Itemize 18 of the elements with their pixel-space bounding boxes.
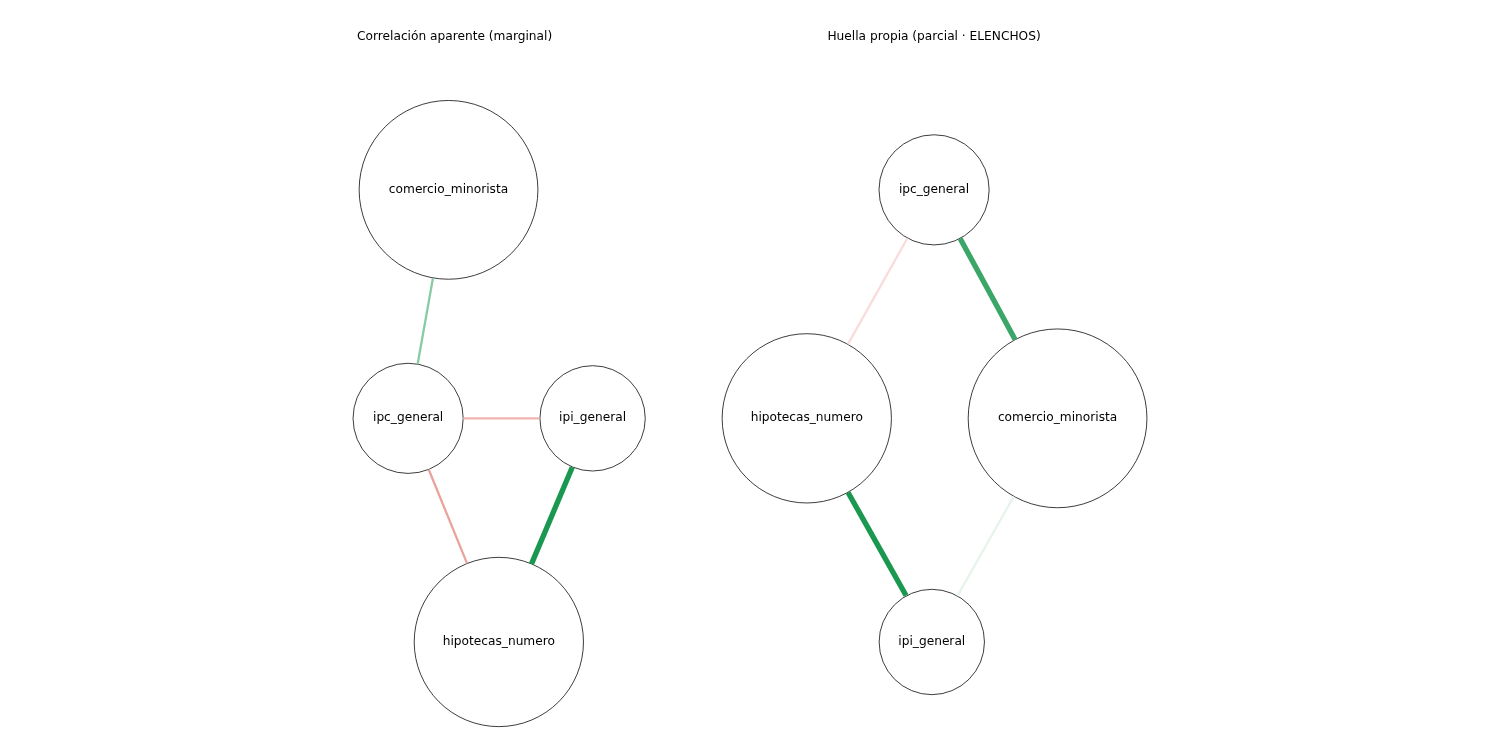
connector [847, 237, 909, 345]
node-circle: comercio_minorista [358, 100, 539, 280]
connector [956, 495, 1015, 597]
connector [957, 237, 1018, 341]
label: Huella propia (parcial · ELENCHOS) [827, 29, 1041, 44]
node-circle: ipi_general [539, 365, 646, 472]
node-circle: comercio_minorista [967, 328, 1148, 509]
connector [845, 491, 909, 597]
node-circle: hipotecas_numero [721, 333, 892, 504]
node-circle: ipc_general [352, 362, 464, 474]
connector [427, 469, 469, 564]
connector [529, 466, 575, 565]
node-circle: ipi_general [878, 588, 985, 696]
label: Correlación aparente (marginal) [357, 29, 553, 44]
connector [416, 277, 435, 365]
connector [463, 417, 540, 420]
node-circle: ipc_general [878, 134, 990, 246]
node-circle: hipotecas_numero [413, 556, 584, 727]
